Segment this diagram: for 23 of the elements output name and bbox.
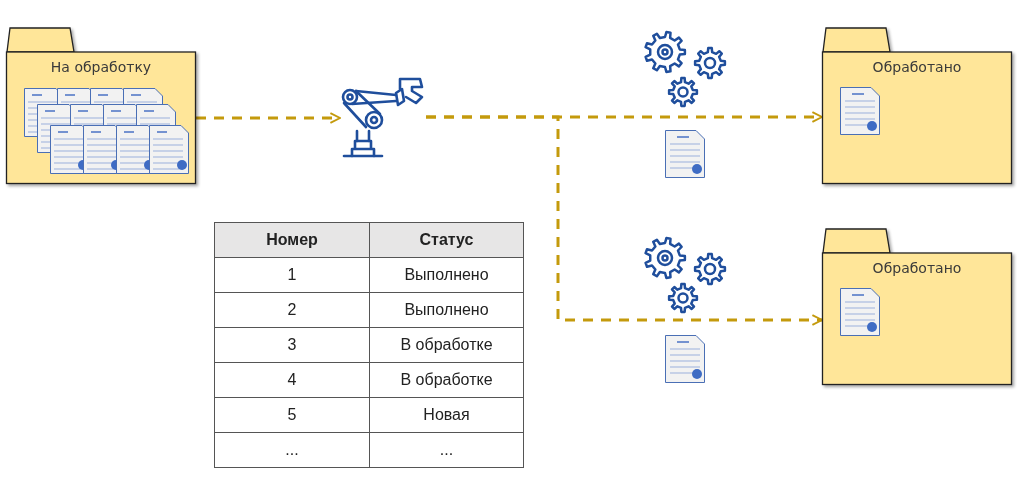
folder-label: На обработку bbox=[49, 59, 153, 75]
table-cell: В обработке bbox=[370, 363, 524, 398]
table-cell: 1 bbox=[215, 258, 370, 293]
table-header-cell: Статус bbox=[370, 223, 524, 258]
table-cell: ... bbox=[215, 433, 370, 468]
table-cell: 2 bbox=[215, 293, 370, 328]
dashed-arrow bbox=[196, 112, 341, 124]
table-cell: В обработке bbox=[370, 328, 524, 363]
table-cell: ... bbox=[370, 433, 524, 468]
table-cell: Новая bbox=[370, 398, 524, 433]
folder bbox=[6, 27, 196, 184]
table-cell: 4 bbox=[215, 363, 370, 398]
folder-label: Обработано bbox=[871, 59, 963, 75]
table-header-cell: Номер bbox=[215, 223, 370, 258]
table-cell: 5 bbox=[215, 398, 370, 433]
table-cell: Выполнено bbox=[370, 258, 524, 293]
robot-arm-icon bbox=[340, 75, 426, 159]
folder-label: Обработано bbox=[871, 260, 963, 276]
dashed-arrow bbox=[426, 115, 823, 326]
folder bbox=[822, 27, 1012, 184]
table-cell: 3 bbox=[215, 328, 370, 363]
table-cell: Выполнено bbox=[370, 293, 524, 328]
folder bbox=[822, 228, 1012, 385]
